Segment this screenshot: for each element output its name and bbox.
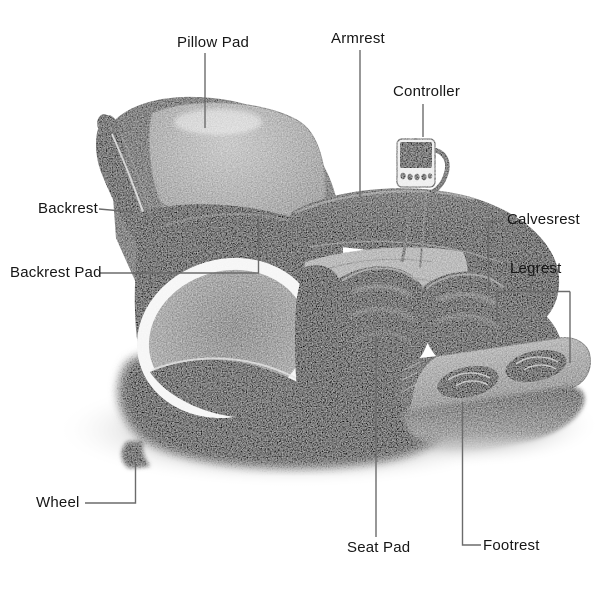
label-seat-pad: Seat Pad — [347, 539, 411, 556]
calvesrest-left-roller — [332, 266, 431, 377]
controller-screen-dots — [403, 145, 428, 166]
armrest-rim-highlight — [294, 190, 475, 215]
controller-screen — [400, 142, 432, 168]
seat-side-swoosh — [150, 359, 322, 418]
calvesrest-leader-line — [487, 220, 503, 295]
label-legrest: Legrest — [510, 260, 562, 277]
calf-left-rim — [341, 267, 418, 282]
footrest-well-left-crumple — [447, 372, 491, 387]
backrest-pad-leader-line — [99, 216, 260, 274]
calf-left-crease-3 — [353, 331, 412, 344]
legrest-leader-line — [496, 281, 571, 363]
wheel-shape — [121, 441, 150, 468]
label-wheel: Wheel — [36, 494, 80, 511]
label-calvesrest: Calvesrest — [507, 211, 580, 228]
footrest-leader-line — [461, 402, 481, 546]
calf-right-rim — [426, 273, 504, 289]
calf-right-crease-2 — [435, 314, 500, 330]
label-backrest: Backrest — [38, 200, 98, 217]
footrest-well-right-crumple — [515, 356, 559, 371]
label-controller: Controller — [393, 83, 461, 100]
controller-buttons — [400, 172, 433, 181]
wheel-leader-line — [85, 464, 137, 504]
controller-pole-2 — [419, 191, 427, 269]
pillow-highlight — [174, 109, 262, 135]
controller-bracket — [429, 147, 450, 196]
leader-lines — [85, 50, 571, 546]
calf-right-crease-1 — [436, 292, 498, 307]
label-pillow-pad: Pillow Pad — [177, 34, 250, 51]
label-footrest: Footrest — [483, 537, 540, 554]
label-backrest-pad: Backrest Pad — [10, 264, 102, 281]
footrest-left-cap — [397, 356, 438, 410]
footrest-front — [400, 386, 585, 453]
backrest-top-hook — [97, 114, 116, 135]
controller-pole-1 — [400, 191, 416, 263]
label-armrest: Armrest — [331, 30, 385, 47]
footrest-pleats — [401, 361, 421, 393]
calf-left-crease-2 — [349, 307, 416, 323]
calf-left-crease-1 — [351, 284, 412, 299]
chair-art — [95, 96, 591, 468]
backrest-leader-line — [98, 208, 134, 213]
